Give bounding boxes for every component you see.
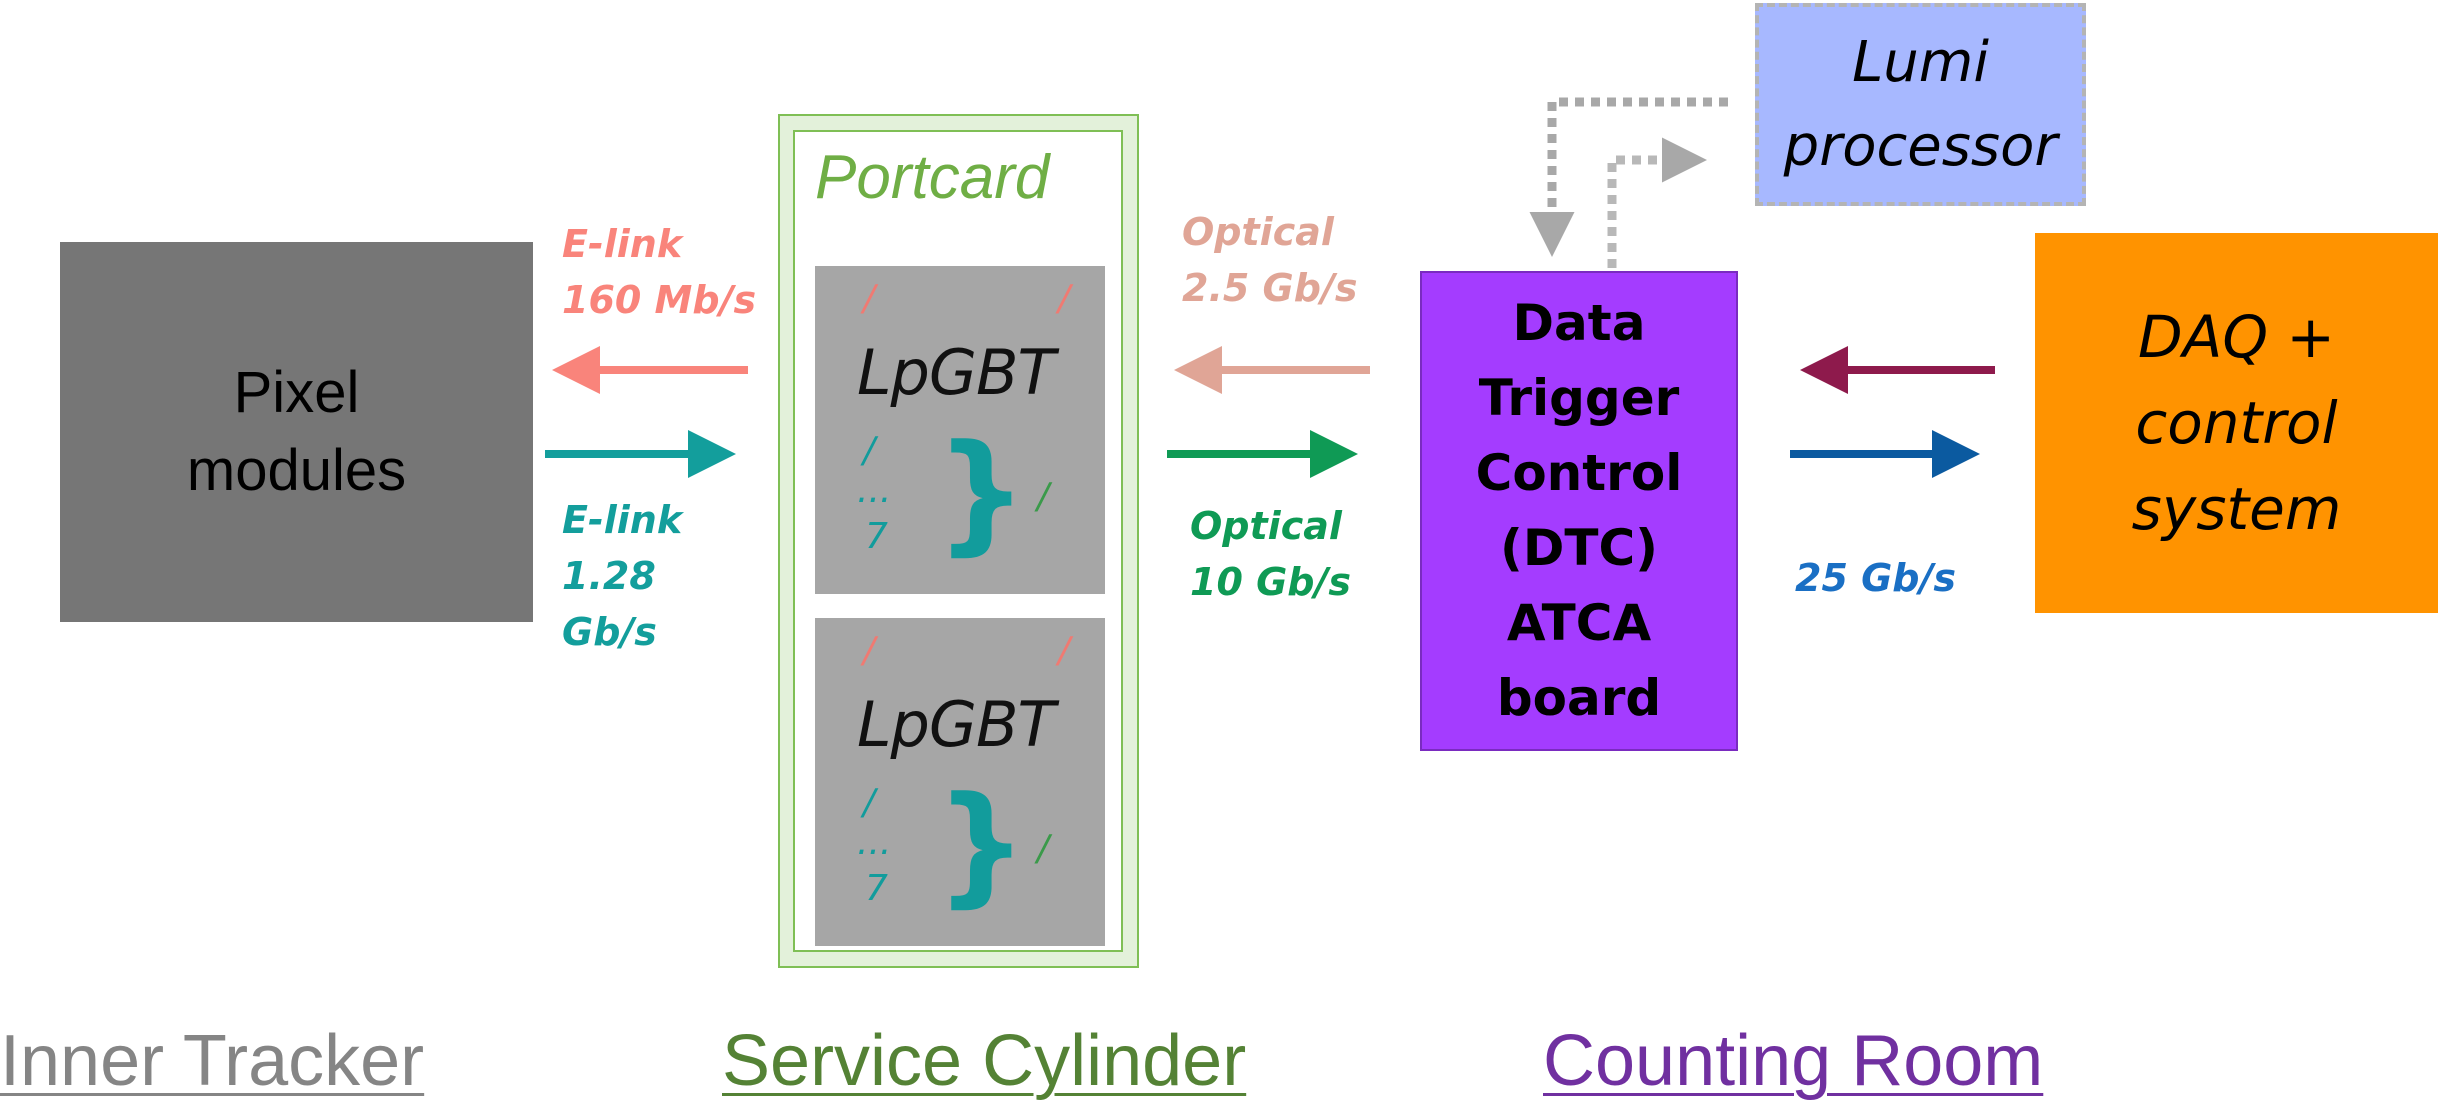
optical-downlink-label: Optical 2.5 Gb/s <box>1182 210 1358 310</box>
daq-control-label: DAQ + control system <box>2131 303 2342 543</box>
chip-mark: / <box>1037 828 1050 869</box>
chip-dots: ... <box>857 822 892 863</box>
chip-mark: / <box>863 630 876 671</box>
portcard-title: Portcard <box>815 143 1050 212</box>
chip-brace: } <box>935 768 1028 920</box>
lpgbt-label: LpGBT <box>857 336 1055 409</box>
dtc-board-block: Data Trigger Control (DTC) ATCA board <box>1420 271 1738 751</box>
chip-mark: / <box>863 430 876 471</box>
chip-seven: 7 <box>865 868 888 909</box>
dtc-to-lumi-arrow <box>1607 137 1707 268</box>
lpgbt-label: LpGBT <box>857 688 1055 761</box>
chip-mark: / <box>863 782 876 823</box>
service-cylinder-region-label: Service Cylinder <box>722 1021 1247 1101</box>
chip-brace: } <box>935 416 1028 568</box>
chip-seven: 7 <box>865 516 888 557</box>
chip-mark: / <box>1037 476 1050 517</box>
chip-mark: / <box>1058 630 1071 671</box>
dtc-label: Data Trigger Control (DTC) ATCA board <box>1475 294 1683 727</box>
pixel-modules-block: Pixel modules <box>60 242 533 622</box>
pixel-modules-label: Pixel modules <box>186 360 407 503</box>
chip-dots: ... <box>857 470 892 511</box>
elink-uplink-label: E-link 1.28 Gb/s <box>562 498 683 654</box>
lumi-to-dtc-arrow <box>1529 97 1728 257</box>
optical-uplink-label: Optical 10 Gb/s <box>1190 504 1351 604</box>
counting-room-region-label: Counting Room <box>1543 1021 2044 1101</box>
lpgbt-chip-top: / / LpGBT / ... 7 } / <box>815 266 1105 594</box>
chip-mark: / <box>863 278 876 319</box>
chip-mark: / <box>1058 278 1071 319</box>
daq-control-block: DAQ + control system <box>2035 233 2438 613</box>
lumi-processor-block: Lumi processor <box>1755 3 2086 206</box>
lumi-processor-label: Lumi processor <box>1783 29 2058 179</box>
inner-tracker-region-label: Inner Tracker <box>0 1021 425 1101</box>
lpgbt-chip-bottom: / / LpGBT / ... 7 } / <box>815 618 1105 946</box>
elink-downlink-label: E-link 160 Mb/s <box>562 222 757 322</box>
daq-link-label: 25 Gb/s <box>1795 556 1956 600</box>
